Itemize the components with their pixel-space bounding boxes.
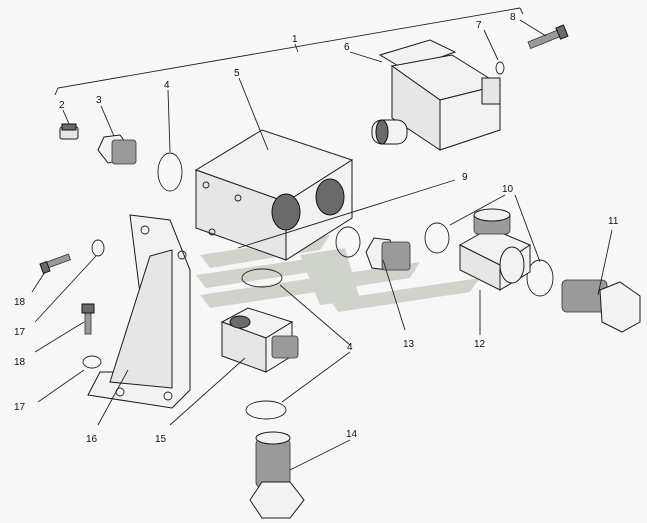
banjo-bolt-part-11 <box>561 229 641 333</box>
bolt-part-8 <box>519 19 569 50</box>
seal-rings-part-10 <box>424 194 554 297</box>
banjo-bolt-part-14 <box>249 431 351 519</box>
callout-1: 1 <box>292 34 298 45</box>
callout-labels: 1 2 3 4 5 6 7 8 9 10 11 12 13 4 14 15 16… <box>14 12 619 445</box>
callout-4-top: 4 <box>164 80 170 91</box>
callout-9: 9 <box>462 172 468 183</box>
elbow-part-12 <box>458 208 532 335</box>
valve-body-part-5 <box>194 77 354 261</box>
callout-11: 11 <box>608 216 619 227</box>
bracket-part-16 <box>87 214 191 426</box>
callout-18-lower: 18 <box>14 357 26 368</box>
callout-16: 16 <box>86 434 98 445</box>
callout-10: 10 <box>502 184 514 195</box>
callout-4-lower: 4 <box>347 342 353 353</box>
callout-7: 7 <box>476 20 482 31</box>
callout-15: 15 <box>155 434 167 445</box>
callout-13: 13 <box>403 339 415 350</box>
solenoid-valve-part-6 <box>349 39 502 151</box>
callout-8: 8 <box>510 12 516 23</box>
washer-part-7 <box>483 29 505 75</box>
callout-6: 6 <box>344 42 350 53</box>
union-part-15 <box>169 307 299 426</box>
callout-5: 5 <box>234 68 240 79</box>
callout-12: 12 <box>474 339 486 350</box>
callout-2: 2 <box>59 100 65 111</box>
callout-17-upper: 17 <box>14 327 26 338</box>
bolts-part-18 <box>31 253 95 353</box>
fitting-part-13 <box>365 237 411 331</box>
callout-17-lower: 17 <box>14 402 26 413</box>
seal-ring-part-4-lower <box>241 268 351 420</box>
washers-part-17 <box>34 239 105 403</box>
seal-ring-part-4 <box>157 89 183 192</box>
plug-part-2 <box>59 109 79 140</box>
fitting-part-3 <box>97 105 137 165</box>
assembly-bracket-line <box>54 7 524 96</box>
callout-3: 3 <box>96 95 102 106</box>
callout-18-upper: 18 <box>14 297 26 308</box>
callout-14: 14 <box>346 429 358 440</box>
watermark-logo <box>196 235 480 312</box>
seal-ring-part-9 <box>237 179 456 258</box>
